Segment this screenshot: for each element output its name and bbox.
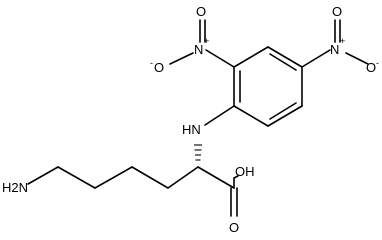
nitro-ortho-o-left-label: O — [154, 60, 164, 75]
acid-oh-label: OH — [235, 164, 255, 179]
nitro-para-n-charge: + — [340, 36, 345, 46]
benzene-ring — [233, 46, 303, 127]
nitro-ortho-n-charge: + — [204, 36, 209, 46]
stereo-hashed-wedge — [194, 144, 202, 161]
bond-c3-calpha — [167, 166, 199, 189]
bond-c-oh-upper — [233, 175, 239, 179]
bond-c6-c5 — [57, 166, 96, 189]
ring-bond-5 — [267, 105, 303, 127]
bond-ring-n-para — [301, 49, 331, 68]
bond-nh-ring — [204, 105, 235, 126]
carboxylic-acid-group — [197, 166, 239, 217]
bond-n-o-ortho-single — [169, 52, 194, 65]
nitro-ortho-n-label: N — [194, 42, 203, 57]
nitro-para-o-top-label: O — [332, 4, 342, 19]
ortho-nitro-group — [169, 19, 235, 68]
bond-calpha-ccooh — [197, 166, 235, 189]
bond-c4-c3 — [131, 166, 169, 189]
ring-bond-3 — [267, 46, 303, 68]
bond-c5-c4 — [94, 166, 133, 189]
ring-double-inner-3 — [269, 102, 297, 120]
nitro-ortho-o-top-label: O — [196, 4, 206, 19]
ring-double-inner-2 — [269, 53, 297, 71]
nitro-para-o-right-label: O — [366, 60, 376, 75]
lysine-side-chain — [27, 166, 199, 189]
nh-linker-label: HN — [182, 122, 201, 137]
bond-n-o-para-single — [345, 52, 369, 65]
para-nitro-group — [301, 19, 369, 68]
nitro-ortho-o-charge: - — [150, 58, 153, 68]
ring-bond-6 — [233, 105, 269, 127]
nitro-para-o-charge: - — [376, 58, 379, 68]
nitro-para-n-label: N — [330, 42, 339, 57]
ring-bond-2 — [233, 46, 269, 68]
bond-ring-n-ortho — [205, 49, 235, 68]
bond-n-c6 — [27, 166, 59, 185]
acid-o-label: O — [229, 220, 239, 235]
amine-label: H2N — [2, 180, 28, 195]
